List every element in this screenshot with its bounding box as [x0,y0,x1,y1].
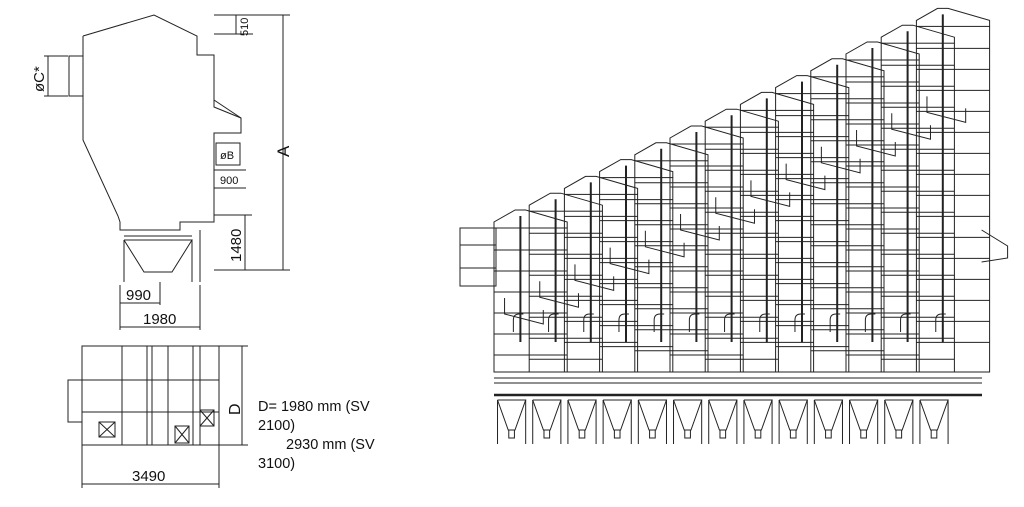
module-roof-3 [563,175,639,195]
module-outlet-3 [578,429,586,439]
module-outlet-9 [789,429,797,439]
label-1980: 1980 [143,311,176,328]
module-outlet-6 [684,429,691,439]
module-roof-6 [669,125,744,144]
module-hopper-7 [708,399,738,431]
module-hopper-10 [813,399,844,431]
module-hopper-6 [673,399,703,431]
module-elbow-1 [512,313,524,332]
module-hopper-11 [849,399,879,431]
module-outlet-4 [613,429,621,439]
plan-view [67,345,248,488]
outlet-duct [215,142,241,166]
side-hopper [123,239,193,273]
label-990: 990 [126,287,151,304]
module-elbow-4 [618,313,629,332]
module-roof-2 [528,192,603,212]
module-roof-4 [599,159,674,178]
label-c-diameter: øC* [31,66,48,92]
label-3490: 3490 [132,468,165,485]
module-roof-12 [880,24,955,44]
front-inlet-block [459,227,497,287]
dimension-note: D= 1980 mm (SV 2100) 2930 mm (SV 3100) [258,398,408,474]
module-roof-1 [493,209,568,228]
label-a: A [274,145,293,157]
module-elbow-12 [900,313,911,332]
module-hopper-8 [743,399,773,431]
module-elbow-3 [583,313,594,332]
module-elbow-11 [864,313,876,332]
module-outlet-2 [543,429,551,439]
module-body-13 [915,25,991,373]
module-hopper-1 [497,399,527,431]
module-elbow-5 [653,313,665,332]
label-d: D [227,403,244,415]
module-elbow-13 [935,313,946,332]
module-series [493,7,1009,444]
module-outlet-12 [895,429,903,439]
front-end-hood [981,229,1009,263]
note-line-1: D= 1980 mm (SV [258,399,370,415]
module-outlet-7 [719,429,727,439]
module-hopper-12 [884,399,914,431]
module-outlet-1 [508,429,515,439]
module-elbow-8 [759,313,770,332]
module-hopper-9 [778,399,808,431]
module-hopper-5 [637,399,668,431]
module-roof-5 [634,142,709,161]
plan-inlet [67,379,83,423]
module-elbow-6 [688,313,700,332]
front-view [459,7,1009,444]
module-elbow-9 [794,313,805,332]
side-view [44,14,290,330]
module-hopper-4 [602,399,632,431]
plan-x-box-left [98,421,116,438]
inlet-duct [68,55,84,97]
label-900: 900 [220,175,238,187]
label-1480: 1480 [228,229,245,262]
module-elbow-2 [548,313,559,332]
module-roof-8 [739,91,815,111]
note-line-3: 2930 mm (SV [286,437,375,453]
module-hood-13 [926,96,967,124]
module-outlet-13 [930,429,938,439]
module-hopper-2 [532,399,562,431]
label-510: 510 [239,18,251,36]
module-elbow-7 [724,313,735,332]
module-elbow-10 [829,313,841,332]
module-hopper-3 [567,399,597,431]
module-roof-13 [915,7,991,27]
module-roof-7 [704,108,779,128]
label-b-diameter: øB [220,150,234,162]
plan-x-box-mid [174,425,190,444]
module-roof-9 [775,75,850,94]
module-roof-11 [845,41,920,60]
module-outlet-8 [754,429,762,439]
module-outlet-5 [649,429,656,439]
note-line-2: 2100) [258,418,296,434]
plan-x-box-right [199,409,215,427]
note-line-4: 3100) [258,456,296,472]
module-outlet-11 [860,429,867,439]
module-hopper-13 [919,399,949,431]
module-roof-10 [810,58,885,77]
module-outlet-10 [825,429,832,439]
